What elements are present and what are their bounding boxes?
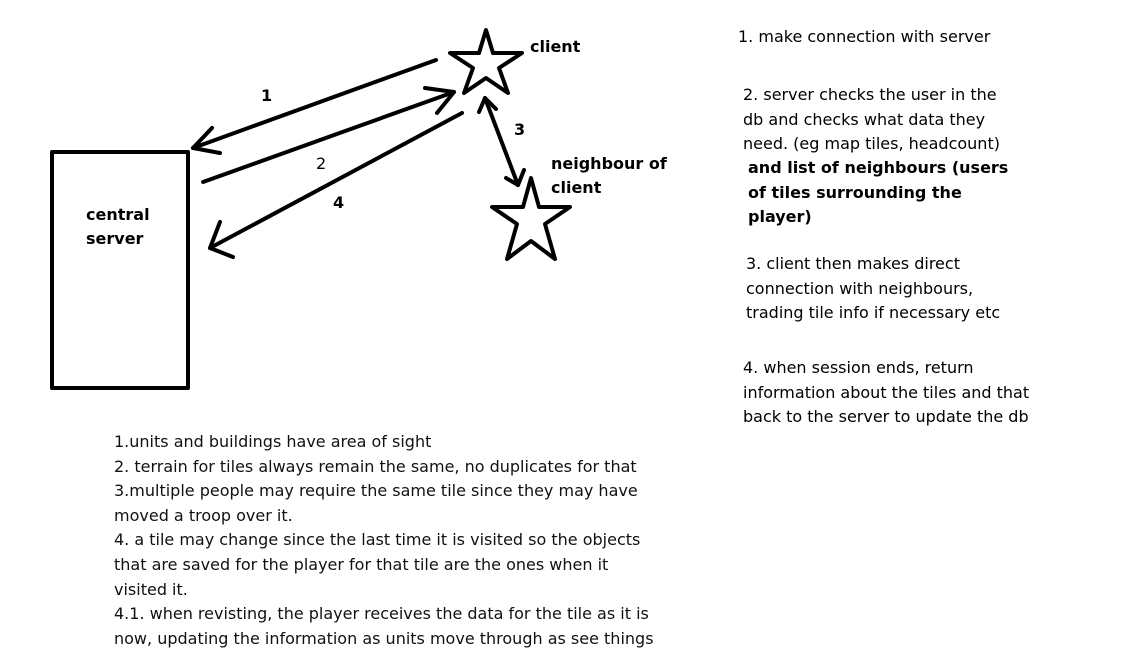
edge-label-3: 3 [514,120,526,139]
note-step-4-line: information about the tiles and that [743,382,1030,402]
note-step-2-neighbours: and list of neighbours (users of tiles s… [748,156,1008,230]
arrow-3-client-neighbour [477,96,526,187]
central-server-box [50,150,190,390]
note-step-3-line: connection with neighbours, [746,278,974,298]
note-step-2-bold-line: player) [748,207,812,226]
note-step-4: 4. when session ends, return information… [743,356,1029,430]
bottom-note-line: that are saved for the player for that t… [114,554,609,574]
note-step-2-bold-line: of tiles surrounding the [748,182,962,202]
note-step-2-line: 2. server checks the user in the [743,85,997,104]
note-step-2-bold-line: and list of neighbours (users [748,158,1009,177]
bottom-note-line: 4.1. when revisting, the player receives… [114,604,649,624]
note-step-2-line: db and checks what data they [743,109,986,129]
neighbour-label: neighbour of client [551,154,667,197]
bottom-note-line: visited it. [114,579,188,599]
bottom-note-line: moved a troop over it. [114,505,293,525]
client-star-icon [448,28,524,95]
neighbour-star-icon [490,176,572,261]
bottom-note-line: 1.units and buildings have area of sight [114,432,432,451]
bottom-notes: 1.units and buildings have area of sight… [114,430,684,651]
arrow-2-server-to-client [201,86,456,184]
arrow-1-client-to-server [191,58,438,155]
edge-label-1: 1 [261,86,273,105]
arrow-4-client-to-server [208,111,464,259]
edge-label-4: 4 [333,193,345,212]
note-step-1: 1. make connection with server [738,27,991,46]
note-step-4-line: 4. when session ends, return [743,358,974,377]
edge-label-2: 2 [316,154,327,173]
note-step-4-line: back to the server to update the db [743,407,1029,426]
bottom-note-line: now, updating the information as units m… [114,628,654,648]
note-step-3-line: trading tile info if necessary etc [746,303,1001,322]
note-step-3-line: 3. client then makes direct [746,254,960,273]
client-label: client [530,37,581,56]
note-step-2: 2. server checks the user in the db and … [743,83,1000,157]
note-step-3: 3. client then makes direct connection w… [746,252,1000,326]
bottom-note-line: 2. terrain for tiles always remain the s… [114,456,637,476]
bottom-note-line: 3.multiple people may require the same t… [114,481,638,501]
note-step-2-line: need. (eg map tiles, headcount) [743,134,1000,153]
bottom-note-line: 4. a tile may change since the last time… [114,530,641,550]
central-server-label: central server [86,205,150,248]
